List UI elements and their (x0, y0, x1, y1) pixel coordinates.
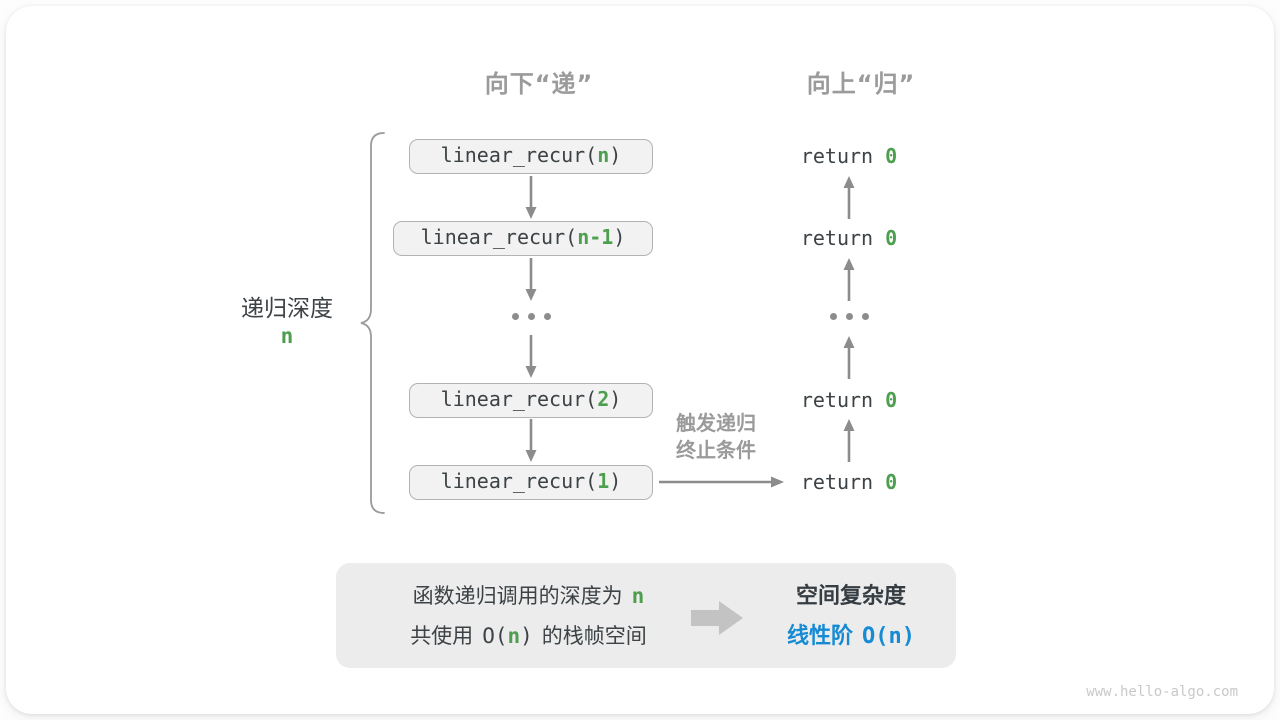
result-value: O(n) (862, 624, 915, 649)
call-box-arg: 2 (597, 387, 610, 411)
return-value: 0 (885, 226, 898, 250)
base-case-note-line2: 终止条件 (676, 438, 756, 462)
summary-line2: 共使用 O(n) 的栈帧空间 (351, 616, 706, 656)
header-ascend: 向上“归” (806, 70, 916, 98)
call-box-suffix: ) (613, 225, 626, 249)
result-label: 线性阶 (787, 624, 854, 649)
up-arrow-icon (843, 336, 855, 379)
return-value: 0 (885, 470, 898, 494)
diagram-card: 向下“递” 向上“归” 递归深度 n linear_recur(n) linea… (6, 6, 1274, 714)
return-row: return 0 (786, 143, 912, 169)
return-keyword: return (800, 388, 886, 412)
call-stack-ellipsis (501, 309, 561, 323)
down-arrow-icon (525, 335, 537, 378)
big-o-close: ) (520, 624, 533, 648)
call-box-arg: n (597, 143, 610, 167)
summary-line2-post: 的栈帧空间 (541, 624, 647, 648)
return-value: 0 (885, 388, 898, 412)
depth-label: 递归深度 (241, 296, 333, 322)
implies-arrow-icon (691, 601, 743, 635)
call-box-arg: 1 (597, 469, 610, 493)
return-keyword: return (800, 144, 886, 168)
summary-line1-value: n (631, 584, 645, 608)
call-box-n: linear_recur(n) (409, 139, 653, 174)
call-box-2: linear_recur(2) (409, 383, 653, 418)
header-descend: 向下“递” (484, 70, 594, 98)
dot-icon (527, 312, 535, 320)
summary-right-title: 空间复杂度 (795, 584, 906, 609)
return-value: 0 (885, 144, 898, 168)
summary-line2-pre: 共使用 (410, 624, 474, 648)
summary-line1-text: 函数递归调用的深度为 (412, 584, 623, 608)
up-arrow-icon (843, 176, 855, 219)
return-row: return 0 (786, 387, 912, 413)
dot-icon (543, 312, 551, 320)
dot-icon (845, 312, 853, 320)
summary-right-result: 线性阶 O(n) (751, 624, 951, 650)
call-box-suffix: ) (609, 143, 622, 167)
right-arrow-icon (659, 476, 784, 488)
call-box-arg: n-1 (577, 225, 614, 249)
call-box-prefix: linear_recur( (440, 387, 598, 411)
base-case-note: 触发递归 终止条件 (654, 410, 778, 464)
dot-icon (829, 312, 837, 320)
return-row: return 0 (786, 225, 912, 251)
up-arrow-icon (843, 419, 855, 462)
call-box-prefix: linear_recur( (440, 143, 598, 167)
depth-value: n (280, 324, 294, 348)
down-arrow-icon (525, 258, 537, 301)
watermark: www.hello-algo.com (1086, 684, 1238, 700)
big-o-open: O( (482, 624, 508, 648)
call-box-suffix: ) (609, 387, 622, 411)
base-case-note-line1: 触发递归 (676, 411, 756, 435)
call-box-1: linear_recur(1) (409, 465, 653, 500)
depth-brace-icon (360, 132, 385, 514)
up-arrow-icon (843, 258, 855, 301)
dot-icon (511, 312, 519, 320)
return-keyword: return (800, 226, 886, 250)
call-box-prefix: linear_recur( (440, 469, 598, 493)
return-keyword: return (800, 470, 886, 494)
call-box-n-1: linear_recur(n-1) (393, 221, 653, 256)
return-row: return 0 (786, 469, 912, 495)
returns-ellipsis (819, 309, 879, 323)
big-o-value: n (507, 624, 521, 648)
down-arrow-icon (525, 419, 537, 462)
call-box-prefix: linear_recur( (420, 225, 578, 249)
call-box-suffix: ) (609, 469, 622, 493)
down-arrow-icon (525, 176, 537, 219)
summary-line1: 函数递归调用的深度为 n (351, 576, 706, 616)
dot-icon (861, 312, 869, 320)
